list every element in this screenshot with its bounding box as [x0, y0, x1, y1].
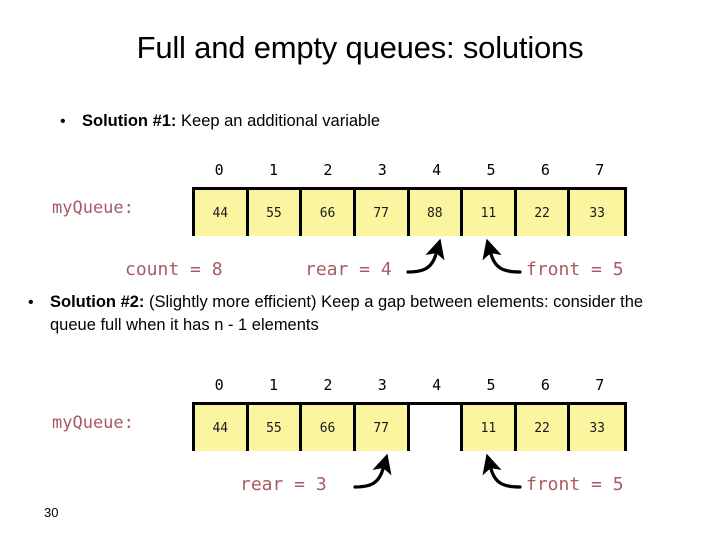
queue-2-label: myQueue: [52, 413, 134, 433]
queue-1-cell-1: 55 [248, 190, 303, 236]
queue-1-index-2: 2 [323, 161, 333, 179]
queue-2-index-2: 2 [323, 376, 333, 394]
queue-2-rear-arrow [353, 453, 392, 489]
bullet-marker-icon-2: • [28, 294, 34, 311]
bullet-1-text: Solution #1: Keep an additional variable [82, 110, 680, 133]
queue-2-rear-annotation: rear = 3 [240, 474, 327, 495]
queue-2-index-0: 0 [214, 376, 224, 394]
bullet-2-text: Solution #2: (Slightly more efficient) K… [50, 291, 688, 337]
queue-1-cell-0: 44 [195, 190, 249, 236]
slide-number: 30 [44, 505, 59, 520]
queue-1-label: myQueue: [52, 198, 134, 218]
queue-1-index-1: 1 [269, 161, 279, 179]
bullet-2-lead: Solution #2: [50, 293, 145, 311]
queue-2-cell-6: 22 [516, 405, 571, 451]
queue-1-cell-6: 22 [516, 190, 571, 236]
queue-2-cell-0: 44 [195, 405, 249, 451]
queue-2-cell-2: 66 [302, 405, 356, 451]
queue-1-count-annotation: count = 8 [125, 259, 223, 280]
queue-1-front-annotation: front = 5 [526, 259, 624, 280]
queue-2-cell-5: 11 [463, 405, 517, 451]
bullet-1-rest: Keep an additional variable [176, 112, 381, 130]
queue-2-cells: 44 55 66 77 11 22 33 [192, 402, 627, 451]
queue-2-front-arrow [482, 453, 522, 489]
queue-2-index-1: 1 [269, 376, 279, 394]
queue-1-cell-5: 11 [463, 190, 517, 236]
queue-1-index-3: 3 [377, 161, 387, 179]
queue-1-index-row: 0 1 2 3 4 5 6 7 [192, 161, 627, 179]
bullet-solution-2: • Solution #2: (Slightly more efficient)… [28, 291, 688, 337]
page-title: Full and empty queues: solutions [136, 30, 584, 65]
queue-2-cell-3: 77 [355, 405, 410, 451]
bullet-2-rest: (Slightly more efficient) Keep a gap bet… [50, 293, 644, 334]
queue-1-front-arrow [482, 238, 522, 274]
queue-2-index-6: 6 [540, 376, 550, 394]
queue-1-index-5: 5 [486, 161, 496, 179]
queue-2-front-annotation: front = 5 [526, 474, 624, 495]
bullet-solution-1: • Solution #1: Keep an additional variab… [60, 110, 680, 133]
queue-2-index-7: 7 [595, 376, 605, 394]
queue-1-cell-2: 66 [302, 190, 356, 236]
queue-1-index-0: 0 [214, 161, 224, 179]
queue-2-index-row: 0 1 2 3 4 5 6 7 [192, 376, 627, 394]
queue-1-rear-annotation: rear = 4 [305, 259, 392, 280]
queue-2-index-5: 5 [486, 376, 496, 394]
queue-1-cell-4: 88 [409, 190, 464, 236]
queue-1-cell-7: 33 [570, 190, 624, 236]
bullet-1-lead: Solution #1: [82, 112, 177, 130]
queue-1-index-6: 6 [540, 161, 550, 179]
queue-1-cells: 44 55 66 77 88 11 22 33 [192, 187, 627, 236]
queue-1-cell-3: 77 [355, 190, 410, 236]
bullet-marker-icon: • [60, 113, 66, 130]
queue-1-index-7: 7 [595, 161, 605, 179]
queue-1-index-4: 4 [432, 161, 442, 179]
queue-2-cell-1: 55 [248, 405, 303, 451]
queue-1-rear-arrow [406, 238, 445, 274]
queue-2-index-4: 4 [432, 376, 442, 394]
queue-2-index-3: 3 [377, 376, 387, 394]
queue-2-cell-7: 33 [570, 405, 624, 451]
queue-2-cell-4-gap [409, 405, 464, 451]
